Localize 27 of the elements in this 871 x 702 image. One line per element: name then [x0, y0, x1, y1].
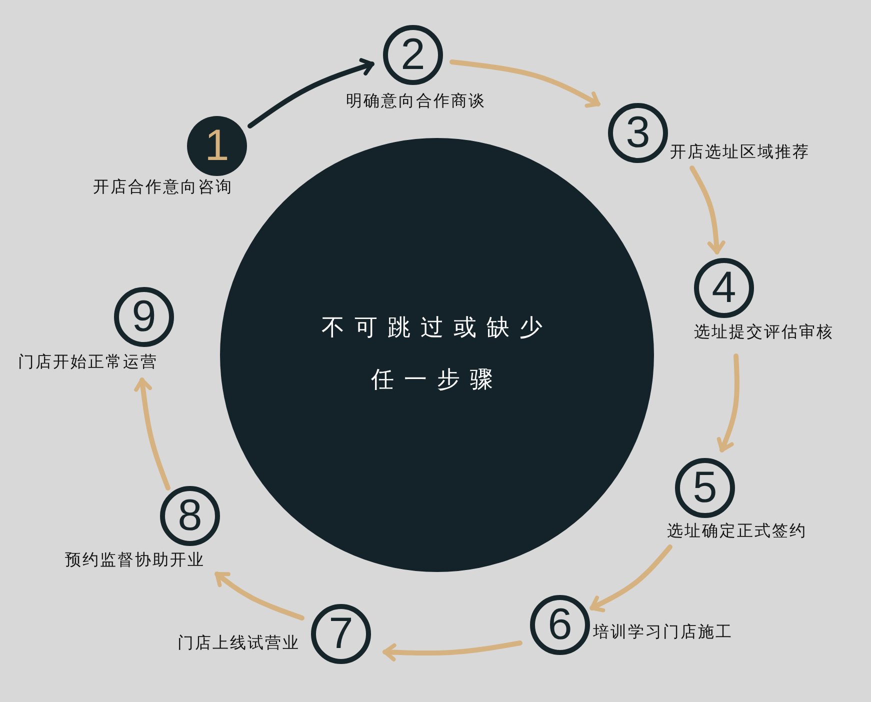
step-label: 开店合作意向咨询 — [93, 177, 233, 197]
arrow — [690, 166, 726, 254]
step-number-circle: 7 — [311, 604, 371, 664]
step-label: 门店上线试营业 — [178, 633, 300, 653]
step-number-circle: 5 — [675, 458, 735, 518]
step-number-circle: 8 — [160, 486, 220, 546]
step-number-circle: 9 — [114, 287, 174, 347]
arrow — [248, 58, 374, 128]
step-label: 选址确定正式签约 — [667, 521, 807, 541]
step-label: 培训学习门店施工 — [593, 622, 733, 642]
center-text: 任一步骤 — [370, 366, 504, 395]
arrow — [214, 572, 304, 620]
step-label: 选址提交评估审核 — [694, 322, 834, 342]
step-number-circle: 2 — [383, 25, 443, 85]
step-number-circle: 1 — [187, 116, 247, 176]
arrow — [590, 544, 672, 612]
arrow — [450, 60, 600, 108]
arrow — [134, 378, 170, 490]
arrow — [716, 354, 740, 452]
step-number-circle: 6 — [530, 595, 590, 655]
step-number-circle: 4 — [694, 258, 754, 318]
step-label: 门店开始正常运营 — [18, 352, 158, 372]
arrow — [382, 640, 522, 662]
step-label: 预约监督协助开业 — [65, 550, 205, 570]
step-label: 开店选址区域推荐 — [670, 142, 810, 162]
center-text: 不可跳过或缺少 — [320, 314, 554, 343]
step-label: 明确意向合作商谈 — [346, 91, 486, 111]
